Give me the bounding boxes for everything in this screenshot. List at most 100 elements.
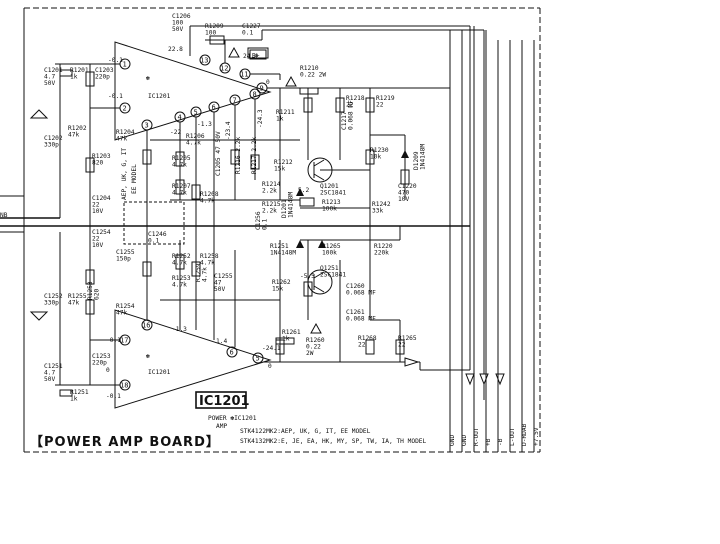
svg-text:8: 8	[253, 91, 257, 99]
svg-text:0: 0	[268, 363, 272, 370]
svg-text:17: 17	[120, 337, 128, 345]
ic1201-lower-amp: IC1201 ✽	[114, 309, 272, 409]
caution-triangles	[228, 46, 322, 334]
svg-text:-0.1: -0.1	[108, 57, 123, 64]
label-r1253b: R1253620	[87, 281, 101, 300]
svg-text:6: 6	[230, 349, 234, 357]
bplus-tag: B+	[249, 49, 267, 60]
svg-text:GND: GND	[449, 435, 456, 446]
svg-text:R-OUT: R-OUT	[473, 427, 480, 446]
ee-note: EE MODEL	[131, 164, 138, 194]
label-c1256: C12560.1	[255, 211, 269, 230]
ic-designator-box: IC1201	[195, 391, 250, 409]
svg-text:+7.5V: +7.5V	[533, 427, 540, 446]
svg-text:-24.3: -24.3	[257, 109, 264, 128]
ic-upper-star: ✽	[146, 75, 150, 82]
svg-text:NB: NB	[0, 212, 8, 219]
svg-text:22.8: 22.8	[168, 46, 183, 53]
ic-upper-label: IC1201	[148, 93, 171, 100]
svg-text:B+: B+	[252, 53, 260, 60]
svg-text:4: 4	[178, 114, 182, 122]
svg-text:-0.1: -0.1	[108, 93, 123, 100]
svg-text:IC1201: IC1201	[199, 394, 250, 409]
svg-text:5: 5	[256, 355, 260, 363]
legend-line3: STK4122MK2:AEP, UK, G, IT, EE MODEL	[240, 428, 371, 435]
legend-line1: POWER ✽IC1201	[208, 415, 257, 422]
legend-line2: AMP	[216, 423, 227, 430]
lower-wiring	[55, 226, 470, 386]
label-d1201: D12011N4148M	[281, 192, 295, 218]
label-r1259: R12594.7k	[195, 263, 209, 282]
board-frame	[23, 7, 541, 453]
board-title: 【POWER AMP BOARD】	[30, 434, 220, 450]
svg-text:0: 0	[266, 79, 270, 86]
svg-text:-B: -B	[497, 438, 504, 446]
svg-text:13: 13	[200, 57, 208, 65]
transistor-q1251	[307, 269, 333, 295]
lower-pin-markers: 17 18 16 6 5	[119, 319, 264, 391]
label-r1216: R1216 2.2k	[235, 136, 242, 174]
svg-text:-23.4: -23.4	[225, 121, 232, 140]
svg-text:-1.3: -1.3	[197, 121, 212, 128]
svg-text:+B: +B	[485, 438, 492, 446]
connector-labels: GND GND R-OUT +B -B L-OUT D-RDAB +7.5V	[449, 423, 540, 446]
svg-text:2: 2	[123, 105, 127, 113]
input-wires: NB	[0, 195, 60, 233]
option-block-box	[123, 201, 185, 245]
svg-text:GND: GND	[461, 435, 468, 446]
vertical-labels: AEP, UK, G, IT EE MODEL C1205 47 50V R12…	[87, 100, 427, 300]
label-c1217: C12170.068 MF	[341, 100, 355, 130]
model-legend: POWER ✽IC1201 AMP STK4122MK2:AEP, UK, G,…	[208, 415, 427, 445]
svg-text:1.4: 1.4	[216, 338, 227, 345]
svg-text:12: 12	[220, 65, 228, 73]
svg-text:7: 7	[233, 97, 237, 105]
svg-text:9: 9	[260, 85, 264, 93]
component-symbols	[59, 35, 410, 397]
aep-note: AEP, UK, G, IT	[121, 148, 128, 200]
svg-text:0: 0	[106, 367, 110, 374]
upper-pin-markers: 1 2 3 4 5 6 7 8 11 12 13 9	[119, 54, 268, 131]
svg-text:-24.1: -24.1	[262, 345, 281, 352]
